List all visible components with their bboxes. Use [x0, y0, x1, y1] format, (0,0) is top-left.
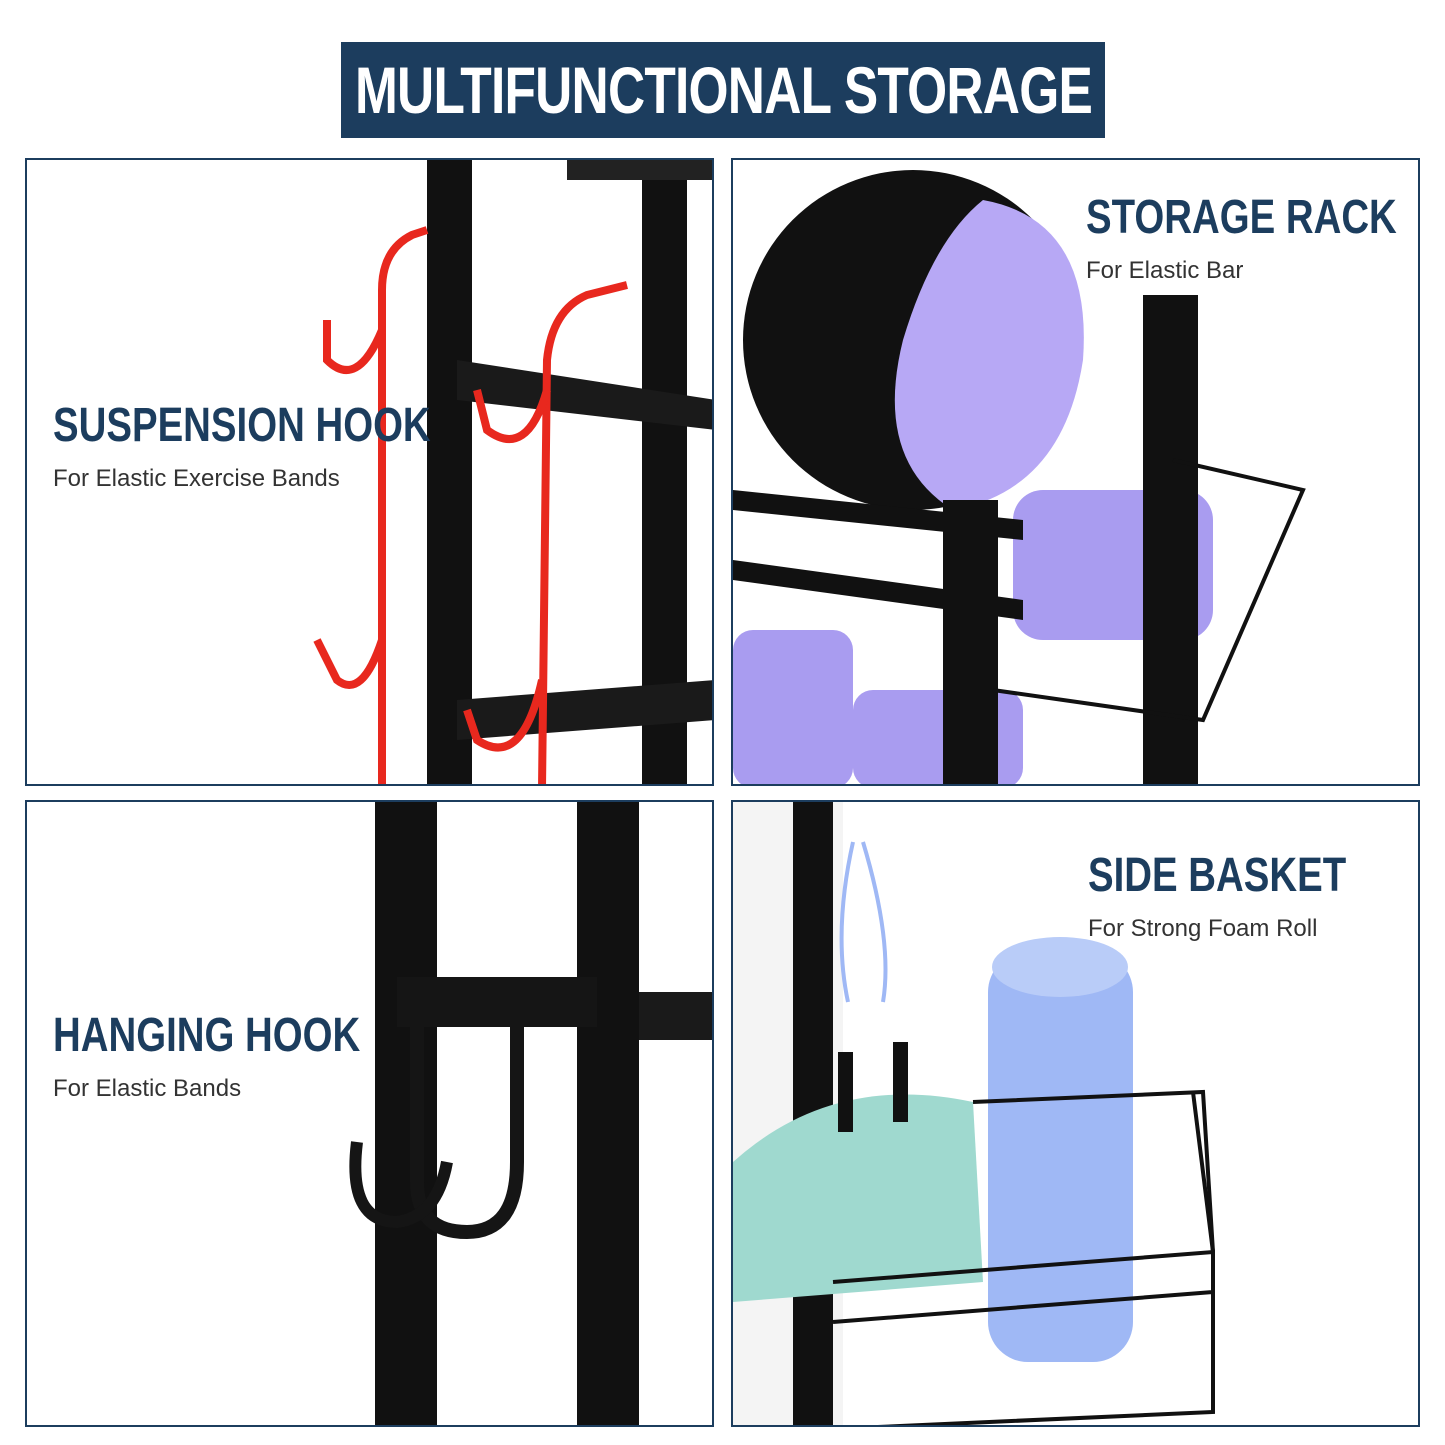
panel-subtitle: For Elastic Exercise Bands [53, 465, 340, 492]
hanging-hook-illustration [349, 802, 712, 1425]
panel-title: HANGING HOOK [53, 1009, 361, 1062]
panel-subtitle: For Elastic Bands [53, 1075, 242, 1102]
panel-side-basket: SIDE BASKET For Strong Foam Roll [731, 800, 1420, 1427]
panel-subtitle: For Elastic Bar [1086, 257, 1244, 284]
header-banner: MULTIFUNCTIONAL STORAGE [341, 42, 1105, 138]
panel-subtitle: For Strong Foam Roll [1088, 915, 1318, 942]
page-title: MULTIFUNCTIONAL STORAGE [354, 53, 1092, 127]
panel-storage-rack: STORAGE RACK For Elastic Bar [731, 158, 1420, 786]
panel-title: STORAGE RACK [1086, 191, 1397, 244]
panel-title: SIDE BASKET [1088, 849, 1347, 902]
storage-rack-illustration [733, 170, 1306, 784]
panel-title: SUSPENSION HOOK [53, 399, 431, 452]
side-basket-illustration [733, 802, 1215, 1425]
panel-suspension-hook: SUSPENSION HOOK For Elastic Exercise Ban… [25, 158, 714, 786]
suspension-hook-illustration [313, 160, 712, 784]
panel-hanging-hook: HANGING HOOK For Elastic Bands [25, 800, 714, 1427]
